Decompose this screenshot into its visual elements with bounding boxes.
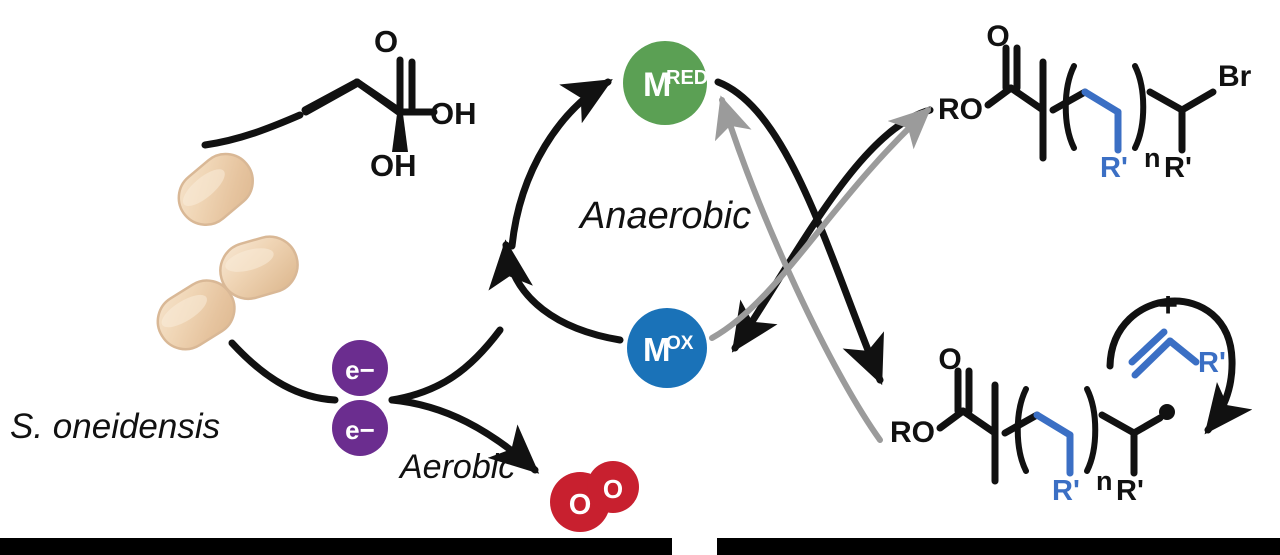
oxygen-label-right: O xyxy=(603,474,623,504)
plus-sign-label: + xyxy=(1158,286,1178,324)
bacteria-to-electron-curve xyxy=(228,339,339,404)
gray-arrow-mox-to-dormant xyxy=(709,106,932,341)
active-black-substituent-label: R' xyxy=(1116,475,1144,507)
dormant-backbone xyxy=(984,44,1217,162)
cycle-arrow-ox-to-red xyxy=(488,239,624,344)
active-left-group-label: RO xyxy=(890,416,935,449)
mediator-reduced: M RED xyxy=(623,41,708,125)
active-repeat-subscript: n xyxy=(1096,466,1113,496)
bacteria-to-lactate-curve xyxy=(201,111,304,149)
cycle-arrow-up-to-mred xyxy=(508,78,613,250)
active-repeat-brackets xyxy=(1014,386,1099,474)
mediator-oxidized-symbol: M xyxy=(643,331,671,368)
monomer-vinyl-structure xyxy=(1128,328,1200,379)
electron-circle-2 xyxy=(332,400,388,456)
mediator-oxidized: M OX xyxy=(627,308,707,388)
footer-bar-right xyxy=(717,538,1280,555)
bacterium-3 xyxy=(156,279,236,351)
mediator-reduced-circle xyxy=(623,41,707,125)
lactic-carbonyl-oxygen-label: O xyxy=(374,24,398,59)
mediator-reduced-superscript: RED xyxy=(666,67,708,89)
active-species-structure: RO O n R' R' xyxy=(890,343,1175,507)
active-blue-segment xyxy=(1033,411,1074,477)
dormant-left-group-label: RO xyxy=(938,93,983,126)
dormant-carbonyl-oxygen-label: O xyxy=(986,20,1009,53)
lactic-acid-hydroxyl-label: OH xyxy=(430,96,477,131)
oxygen-circle-right xyxy=(587,461,639,513)
mediator-oxidized-superscript: OX xyxy=(666,333,694,354)
stereo-wedge xyxy=(392,114,408,152)
electron-label-2: e− xyxy=(345,415,375,445)
footer-bar-left xyxy=(0,538,672,555)
electron-group: e− e− xyxy=(332,340,388,456)
dormant-blue-substituent-label: R' xyxy=(1100,152,1128,184)
organism-label: S. oneidensis xyxy=(10,407,220,446)
lactic-alpha-hydroxyl-label: OH xyxy=(370,148,417,183)
monomer-addition-group: + R' xyxy=(1106,286,1253,435)
dormant-black-substituent-label: R' xyxy=(1164,152,1192,184)
electron-circle-1 xyxy=(332,340,388,396)
aerobic-label: Aerobic xyxy=(398,448,515,486)
electron-label-1: e− xyxy=(345,355,375,385)
dormant-blue-segment xyxy=(1081,88,1122,154)
active-backbone xyxy=(936,367,1164,485)
active-carbonyl-oxygen-label: O xyxy=(938,343,961,376)
electron-branch-anaerobic xyxy=(388,326,504,404)
mediator-oxidized-circle xyxy=(627,308,707,388)
dormant-repeat-brackets xyxy=(1062,63,1147,151)
dormant-repeat-subscript: n xyxy=(1144,143,1161,173)
radical-dot-icon xyxy=(1159,404,1175,420)
bacteria-cluster xyxy=(156,152,299,351)
oxygen-label-left: O xyxy=(569,489,592,521)
bacterium-2 xyxy=(219,235,299,301)
anaerobic-label: Anaerobic xyxy=(578,195,751,237)
gray-arrow-radical-to-mred xyxy=(714,95,883,443)
electron-branch-aerobic-arrow xyxy=(388,396,540,474)
active-blue-substituent-label: R' xyxy=(1052,475,1080,507)
monomer-substituent-label: R' xyxy=(1198,347,1226,379)
dormant-terminal-group-label: Br xyxy=(1218,60,1252,93)
bacterium-1 xyxy=(177,152,254,226)
monomer-propagation-arrow xyxy=(1106,297,1253,435)
mediator-reduced-symbol: M xyxy=(643,66,671,104)
oxygen-molecule: O O xyxy=(550,461,639,532)
dormant-species-structure: RO O n R' R' Br xyxy=(938,20,1252,184)
lactic-acid-bonds xyxy=(302,56,438,116)
